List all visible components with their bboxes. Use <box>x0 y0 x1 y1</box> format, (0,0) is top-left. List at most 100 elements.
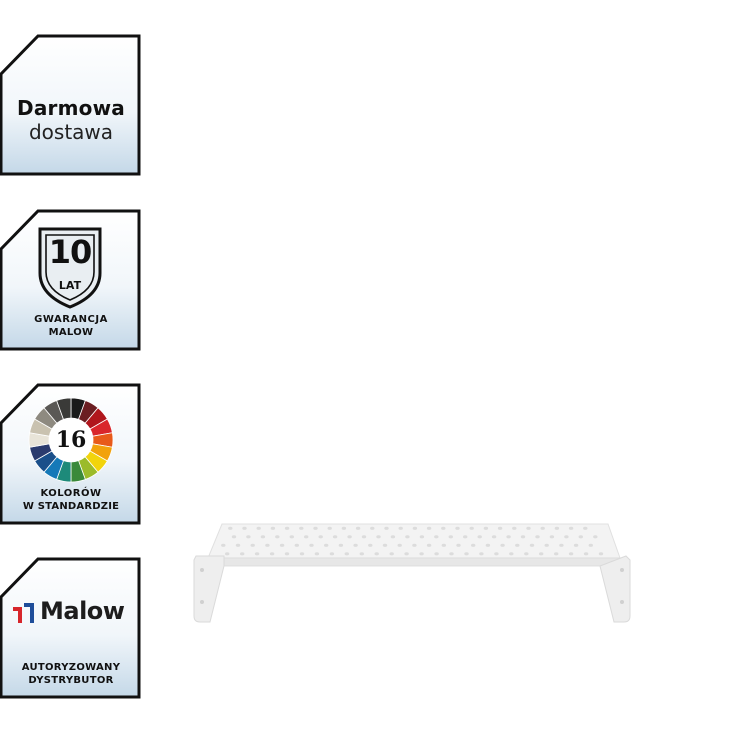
shelf-hole <box>568 526 574 530</box>
colors-line2: W STANDARDZIE <box>22 501 120 512</box>
shelf-hole <box>242 526 247 530</box>
distributor-line1: AUTORYZOWANY <box>21 662 121 673</box>
shelf-hole <box>256 526 261 530</box>
shelf-hole <box>464 552 469 556</box>
shelf-hole <box>578 535 583 539</box>
shelf-hole <box>512 526 517 530</box>
free-delivery-badge: Darmowa dostawa <box>0 34 142 176</box>
shield-icon <box>38 227 102 309</box>
shelf-hole <box>359 552 364 556</box>
shelf-hole <box>284 552 290 556</box>
shelf-hole <box>598 552 604 556</box>
shelf-hole <box>526 526 531 530</box>
warranty-unit: LAT <box>58 279 82 292</box>
shelf-hole <box>412 526 418 530</box>
shelf-hole <box>344 552 349 556</box>
shelf-hole <box>539 552 544 556</box>
delivery-line2: dostawa <box>28 120 114 144</box>
shelf-hole <box>426 526 432 530</box>
shelf-hole <box>544 543 549 547</box>
shelf-hole <box>260 535 266 539</box>
shelf-hole <box>469 526 474 530</box>
shelf-hole <box>368 543 373 547</box>
malow-logo: Malow <box>8 597 138 629</box>
shelf-hole <box>299 526 304 530</box>
shelf-hole <box>397 543 402 547</box>
shelf-hole <box>583 526 588 530</box>
shelf-hole <box>275 535 280 539</box>
shelf-hole <box>520 535 526 539</box>
shelf-hole <box>441 543 446 547</box>
shelf-hole <box>341 526 347 530</box>
shelf-hole <box>294 543 299 547</box>
shelf-hole <box>554 552 559 556</box>
shelf-hole <box>327 526 332 530</box>
shelf-hole <box>559 543 564 547</box>
shelf-hole <box>246 535 251 539</box>
shelf-hole <box>231 535 237 539</box>
shelf-hole <box>593 535 598 539</box>
shelf-hole <box>412 543 417 547</box>
shelf-hole <box>254 552 260 556</box>
shelf-hole <box>419 535 425 539</box>
shelf-hole <box>506 535 511 539</box>
shelf-hole <box>500 543 505 547</box>
badge-frame <box>0 34 141 176</box>
colors-badge: 16 KOLORÓW W STANDARDZIE <box>0 383 142 525</box>
shelf-hole <box>483 526 489 530</box>
malow-logo-icon <box>13 603 34 623</box>
shelf-hole <box>269 552 275 556</box>
shelf-hole <box>390 535 396 539</box>
shelf-hole <box>376 535 381 539</box>
shelf-hole <box>370 526 375 530</box>
warranty-line1: GWARANCJA <box>34 314 108 325</box>
shelf-hole <box>314 552 320 556</box>
shelf-hole <box>515 543 520 547</box>
warranty-badge: 10 LAT GWARANCJA MALOW <box>0 209 142 351</box>
shelf-hole <box>250 543 255 547</box>
shelf-hole <box>270 526 276 530</box>
shelf-hole <box>479 552 484 556</box>
shelf-hole <box>318 535 323 539</box>
shelf-hole <box>374 552 379 556</box>
shelf-hole <box>289 535 294 539</box>
distributor-line2: DYSTRYBUTOR <box>28 675 114 686</box>
shelf-hole <box>419 552 424 556</box>
shelf-hole <box>509 552 514 556</box>
shelf-hole <box>471 543 476 547</box>
color-count: 16 <box>55 427 87 453</box>
distributor-badge: Malow AUTORYZOWANY DYSTRYBUTOR <box>0 557 142 699</box>
shelf-hole <box>455 526 460 530</box>
shelf-hole <box>448 535 453 539</box>
shelf-hole <box>588 543 593 547</box>
shelf-hole <box>405 535 410 539</box>
shelf-hole <box>549 535 555 539</box>
shelf-hole <box>313 526 318 530</box>
shelf-hole <box>524 552 529 556</box>
shelf-hole <box>583 552 589 556</box>
shelf-hole <box>235 543 241 547</box>
delivery-line1: Darmowa <box>17 96 125 120</box>
shelf-hole <box>494 552 499 556</box>
shelf-hole <box>564 535 569 539</box>
shelf-hole <box>463 535 468 539</box>
colors-line1: KOLORÓW <box>40 488 102 499</box>
shelf-hole <box>332 535 338 539</box>
shelf-hole <box>398 526 403 530</box>
shelf-hole <box>299 552 305 556</box>
shelf-hole <box>324 543 329 547</box>
shelf-hole <box>353 543 358 547</box>
shelf-hole <box>284 526 290 530</box>
shelf-hole <box>404 552 409 556</box>
shelf-hole <box>441 526 446 530</box>
shelf-hole <box>355 526 361 530</box>
shelf-hole <box>573 543 579 547</box>
shelf-hole <box>384 526 389 530</box>
shelf-hole <box>497 526 503 530</box>
shelf-hole <box>449 552 454 556</box>
shelf-hole <box>434 535 439 539</box>
shelf-hole <box>529 543 535 547</box>
shelf-hole <box>221 543 226 547</box>
shelf-hole <box>279 543 285 547</box>
shelf-hole <box>347 535 352 539</box>
